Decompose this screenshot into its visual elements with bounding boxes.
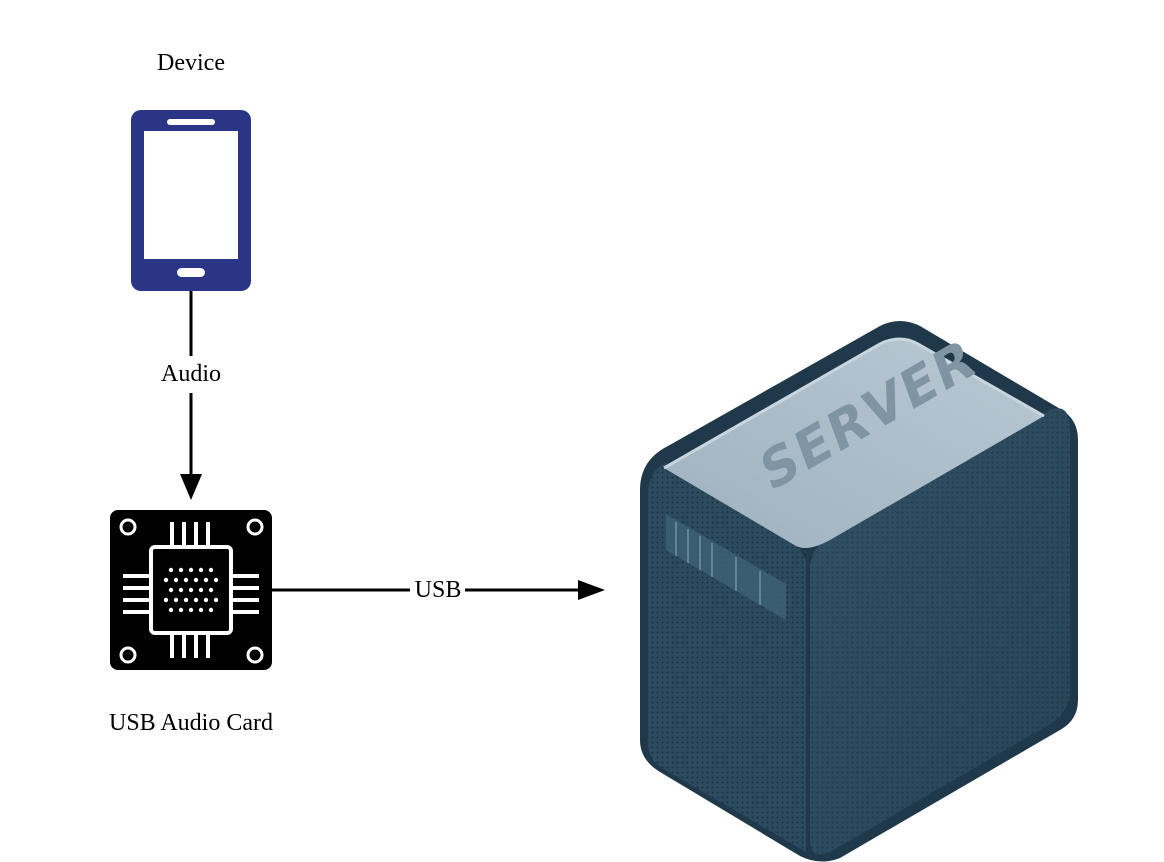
edge-label-usb: USB [415, 577, 462, 603]
chip-board-icon [110, 510, 272, 670]
edge-usb [272, 580, 605, 600]
server-icon: SERVER [640, 321, 1078, 862]
audio-card-label: USB Audio Card [109, 710, 273, 736]
edge-label-audio: Audio [161, 361, 221, 387]
device-label: Device [157, 50, 225, 76]
smartphone-icon [131, 110, 251, 291]
edge-audio [180, 291, 202, 500]
